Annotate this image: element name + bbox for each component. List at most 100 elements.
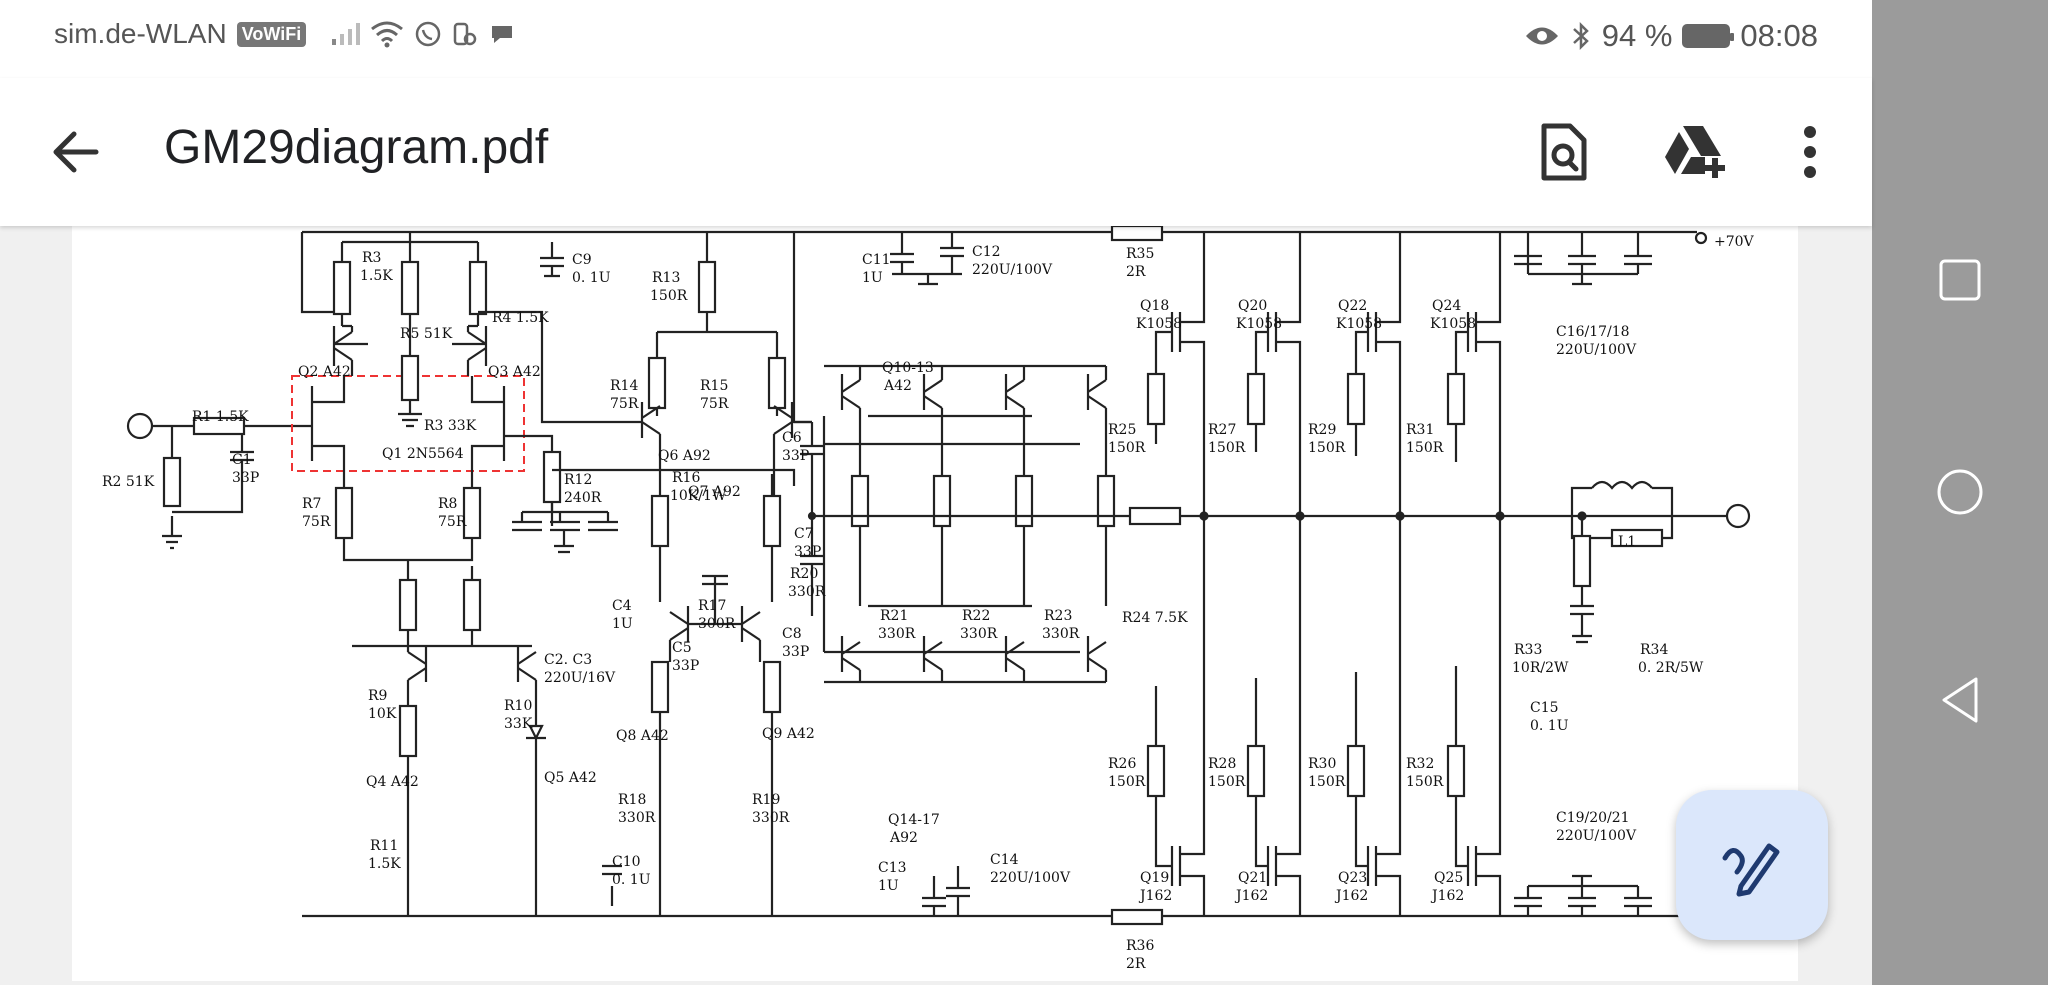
label-r7-value: 75R: [302, 514, 331, 530]
label-c5-value: 33P: [672, 658, 699, 674]
label-r17: R17: [698, 598, 726, 614]
vowifi-badge: VoWiFi: [236, 21, 307, 47]
whatsapp-icon: [415, 21, 441, 47]
label-r4: R4 1.5K: [492, 310, 549, 326]
label-c1: C1: [232, 452, 252, 468]
label-l1: L1: [1618, 534, 1636, 550]
label-c6: C6: [782, 430, 802, 446]
label-r13-value: 150R: [650, 288, 688, 304]
label-r16-value: 10K/1W: [670, 488, 727, 504]
label-r10-value: 33K: [504, 716, 533, 732]
label-r27-value: 150R: [1208, 440, 1246, 456]
label-c16-17-18-value: 220U/100V: [1556, 342, 1637, 358]
add-to-drive-button[interactable]: [1660, 116, 1732, 188]
label-c5: C5: [672, 640, 692, 656]
recents-button[interactable]: [1920, 240, 2000, 320]
system-nav-bar: [1872, 0, 2048, 985]
home-circle-icon: [1937, 469, 1983, 515]
label-c7: C7: [794, 526, 814, 542]
label-r14-value: 75R: [610, 396, 639, 412]
label-r26: R26: [1108, 756, 1136, 772]
label-q7: Q7 A92: [688, 484, 741, 500]
label-r20-value: 330R: [788, 584, 826, 600]
label-q22-value: K1058: [1336, 316, 1382, 332]
find-in-document-button[interactable]: [1528, 116, 1600, 188]
label-q18: Q18: [1140, 298, 1169, 314]
status-left: sim.de-WLAN VoWiFi: [54, 18, 516, 50]
label-c9-value: 0. 1U: [572, 270, 611, 286]
label-c14: C14: [990, 852, 1019, 868]
label-r3a-value: 1.5K: [360, 268, 393, 284]
label-r31: R31: [1406, 422, 1434, 438]
label-q19: Q19: [1140, 870, 1169, 886]
label-r7: R7: [302, 496, 321, 512]
label-r30-value: 150R: [1308, 774, 1346, 790]
label-r8-value: 75R: [438, 514, 467, 530]
label-c8: C8: [782, 626, 802, 642]
label-r33: R33: [1514, 642, 1542, 658]
label-r14: R14: [610, 378, 638, 394]
label-r36-value: 2R: [1126, 956, 1146, 972]
label-r26-value: 150R: [1108, 774, 1146, 790]
label-r33-value: 10R/2W: [1512, 660, 1569, 676]
pdf-page[interactable]: R1 1.5K R2 51K C1 33P R3 1.5K R5 51K R4 …: [72, 226, 1798, 981]
label-q5: Q5 A42: [544, 770, 597, 786]
edit-pen-icon: [1722, 843, 1780, 897]
label-q19-value: J162: [1138, 888, 1172, 904]
label-r18: R18: [618, 792, 646, 808]
eye-icon: [1525, 27, 1558, 45]
label-r19-value: 330R: [752, 810, 790, 826]
more-options-button[interactable]: [1774, 116, 1846, 188]
status-icons-left: [330, 20, 516, 48]
label-r1: R1 1.5K: [192, 409, 249, 425]
annotate-button[interactable]: [1676, 790, 1828, 940]
label-r8: R8: [438, 496, 457, 512]
label-c16-17-18: C16/17/18: [1556, 324, 1630, 340]
app-bar: GM29diagram.pdf: [0, 78, 1872, 226]
label-q20-value: K1058: [1236, 316, 1282, 332]
status-right: 94 % 08:08: [1524, 18, 1818, 54]
label-c9: C9: [572, 252, 592, 268]
circuit-diagram: R1 1.5K R2 51K C1 33P R3 1.5K R5 51K R4 …: [102, 226, 1755, 972]
label-c7-value: 33P: [794, 544, 821, 560]
more-vert-icon: [1804, 126, 1816, 178]
document-title: GM29diagram.pdf: [164, 121, 549, 174]
label-c14-value: 220U/100V: [990, 870, 1071, 886]
label-q25-value: J162: [1430, 888, 1464, 904]
drive-add-icon: [1665, 126, 1725, 178]
label-q21: Q21: [1238, 870, 1267, 886]
label-q4: Q4 A42: [366, 774, 419, 790]
label-supply-voltage: +70V: [1714, 234, 1755, 250]
label-r34: R34: [1640, 642, 1668, 658]
label-r34-value: 0. 2R/5W: [1638, 660, 1704, 676]
nav-back-button[interactable]: [1920, 660, 2000, 740]
label-q10-13: Q10-13: [882, 360, 934, 376]
home-button[interactable]: [1920, 452, 2000, 532]
label-q22: Q22: [1338, 298, 1367, 314]
label-r19: R19: [752, 792, 780, 808]
back-button[interactable]: [46, 122, 106, 182]
label-c11-value: 1U: [862, 270, 883, 286]
label-q1: Q1 2N5564: [382, 446, 464, 462]
label-r16: R16: [672, 470, 700, 486]
status-bar: sim.de-WLAN VoWiFi 94 % 08:08: [0, 0, 1872, 78]
chat-bubble-icon: [492, 26, 513, 43]
battery-icon: [1682, 24, 1735, 48]
label-q3: Q3 A42: [488, 364, 541, 380]
label-r21-value: 330R: [878, 626, 916, 642]
battery-percent: 94 %: [1601, 18, 1673, 53]
label-q10-13-value: A42: [883, 378, 912, 394]
label-r20: R20: [790, 566, 818, 582]
label-r12: R12: [564, 472, 592, 488]
signal-icon: [332, 23, 361, 45]
label-r22-value: 330R: [960, 626, 998, 642]
label-q8: Q8 A42: [616, 728, 669, 744]
label-q18-value: K1058: [1136, 316, 1182, 332]
bluetooth-icon: [1572, 21, 1589, 51]
label-r5: R5 51K: [400, 326, 453, 342]
label-r31-value: 150R: [1406, 440, 1444, 456]
label-q20: Q20: [1238, 298, 1267, 314]
label-c10-value: 0. 1U: [612, 872, 651, 888]
label-r35-value: 2R: [1126, 264, 1146, 280]
back-arrow-icon: [53, 131, 99, 173]
